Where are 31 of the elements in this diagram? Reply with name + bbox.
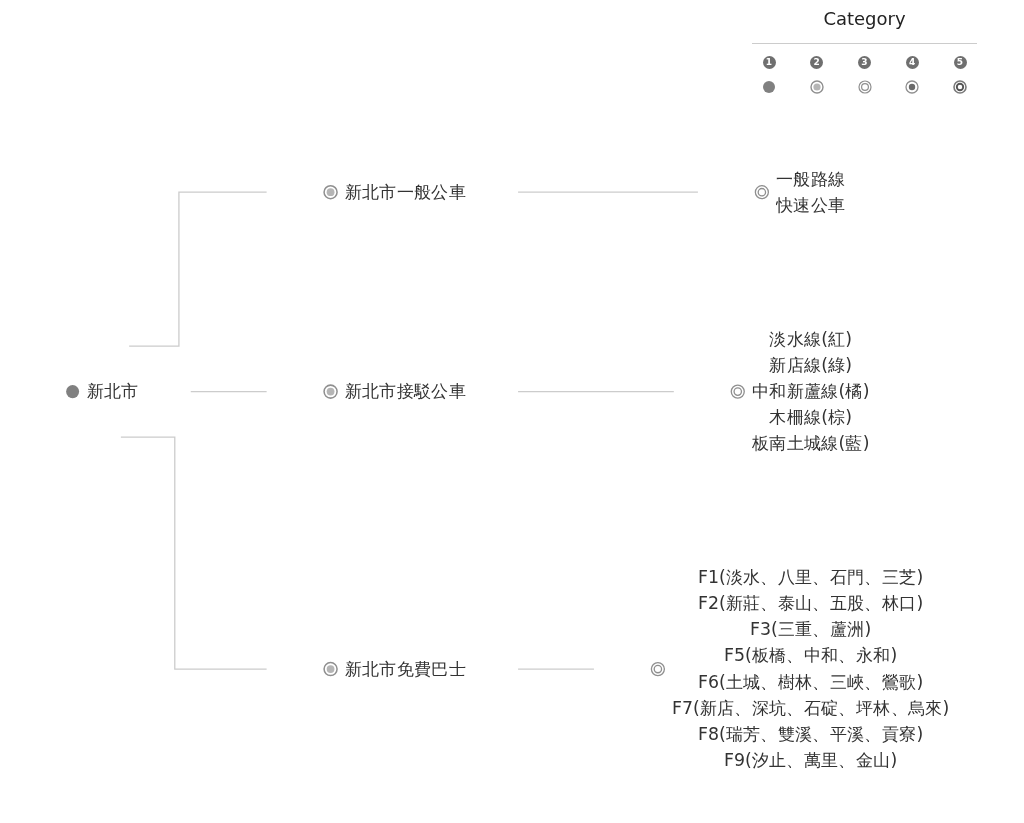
connector — [517, 390, 675, 393]
legend-number: 3 — [858, 56, 871, 69]
node-label: 木柵線(棕) — [769, 406, 853, 428]
connector — [128, 191, 268, 347]
legend-number: 2 — [810, 56, 824, 69]
node-label: F2(新莊、泰山、五股、林口) — [697, 593, 924, 614]
node-label: 中和新蘆線(橘) — [751, 380, 870, 402]
connector — [517, 191, 699, 193]
node-label: F8(瑞芳、雙溪、平溪、貢寮) — [697, 723, 924, 744]
node-label: F5(板橋、中和、永和) — [724, 645, 898, 666]
node-label: 新北市免費巴士 — [344, 658, 467, 679]
node-label: 快速公車 — [775, 194, 846, 215]
node-label: F7(新店、深坑、石碇、坪林、烏來) — [671, 697, 950, 718]
node-label: F6(土城、樹林、三峽、鶯歌) — [697, 671, 924, 692]
node-label: 新北市 — [86, 380, 139, 402]
node-label: F9(汐止、萬里、金山) — [724, 749, 898, 770]
legend-heading: Category — [823, 7, 906, 31]
connector — [120, 436, 268, 670]
node-label: F3(三重、蘆洲) — [750, 619, 872, 640]
node-label: F1(淡水、八里、石門、三芝) — [697, 567, 924, 588]
node-label: 板南土城線(藍) — [751, 432, 870, 454]
connector — [190, 390, 268, 393]
legend-number: 1 — [762, 56, 776, 69]
node-label: 一般路線 — [775, 168, 846, 189]
node-label: 淡水線(紅) — [769, 328, 853, 350]
node-label: 新店線(綠) — [769, 354, 853, 376]
legend-number: 5 — [953, 56, 967, 69]
connector — [517, 668, 595, 670]
node-label: 新北市接駁公車 — [344, 380, 467, 402]
legend-number: 4 — [905, 56, 919, 69]
node-label: 新北市一般公車 — [344, 181, 467, 202]
